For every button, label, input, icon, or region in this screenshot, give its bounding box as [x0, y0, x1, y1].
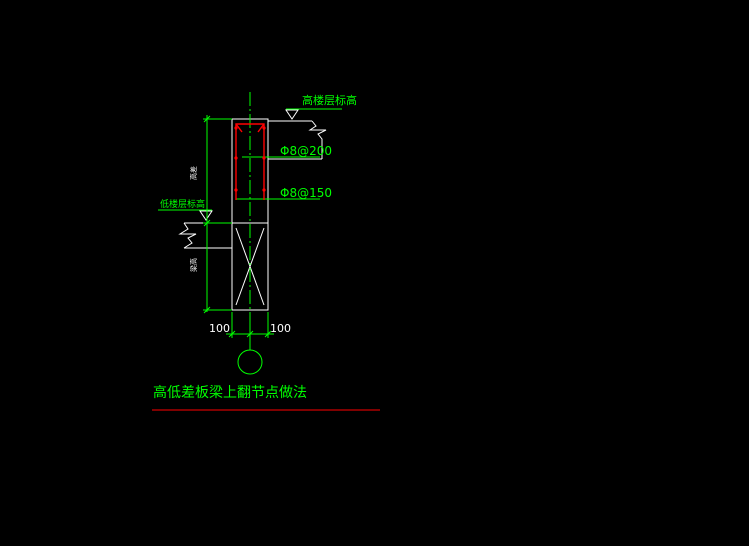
high-level-triangle — [285, 109, 299, 120]
high-level-label: 高楼层标高 — [302, 93, 357, 107]
low-level-label: 低楼层标高 — [160, 198, 205, 210]
level-markers — [199, 109, 299, 221]
annotation-lines — [158, 92, 342, 350]
upturn-stirrup — [235, 123, 265, 200]
rebar-top-label: Φ8@200 — [280, 144, 332, 158]
rebar-dots — [234, 126, 266, 192]
vertical-label-lower: 梁高 — [189, 258, 198, 272]
vertical-label-upper: 高差 — [189, 166, 198, 180]
dimension-left-label: 100 — [209, 322, 230, 335]
grid-axis-circle — [237, 349, 263, 375]
low-slab — [178, 222, 232, 249]
rebar — [235, 123, 265, 200]
high-slab — [268, 120, 327, 160]
low-level-triangle — [199, 210, 213, 221]
beam-cross-line-2 — [235, 227, 265, 306]
drawing-title: 高低差板梁上翻节点做法 — [153, 384, 307, 401]
beam-section-outline — [231, 222, 269, 311]
dimension-right-label: 100 — [270, 322, 291, 335]
rebar-bottom-label: Φ8@150 — [280, 186, 332, 200]
